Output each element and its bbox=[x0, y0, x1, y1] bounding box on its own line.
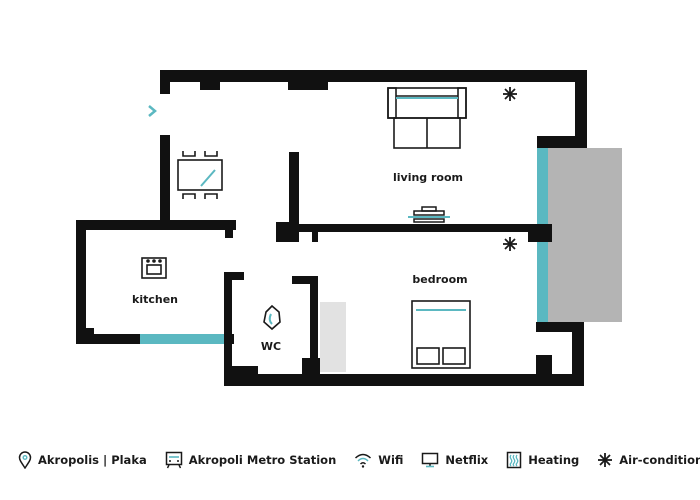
legend-label: Akropoli Metro Station bbox=[188, 453, 337, 467]
location-pin-icon bbox=[18, 451, 32, 469]
heating-icon bbox=[506, 451, 522, 469]
living-room-label: living room bbox=[393, 171, 463, 184]
legend-label: Air-conditioning bbox=[619, 453, 700, 467]
stairs-area bbox=[320, 302, 346, 372]
air-conditioning-icon bbox=[598, 453, 613, 467]
stove-icon bbox=[141, 257, 167, 279]
air-conditioning-icon bbox=[503, 237, 517, 251]
floor-plan: living room bedroom kitchen WC bbox=[76, 70, 622, 386]
dining-table-icon bbox=[177, 151, 223, 199]
sofa-icon bbox=[387, 87, 467, 149]
legend-item-location: Akropolis | Plaka bbox=[18, 451, 147, 469]
metro-icon bbox=[165, 451, 182, 469]
entrance-arrow-icon bbox=[148, 105, 157, 117]
legend-label: Netflix bbox=[445, 453, 489, 467]
legend-label: Heating bbox=[528, 453, 580, 467]
toilet-icon bbox=[263, 304, 281, 331]
legend-item-metro: Akropoli Metro Station bbox=[165, 451, 337, 469]
air-conditioning-icon bbox=[503, 87, 517, 101]
bedroom-label: bedroom bbox=[412, 273, 467, 286]
windows bbox=[140, 148, 548, 344]
legend-label: Wifi bbox=[378, 453, 404, 467]
legend-item-wifi: Wifi bbox=[354, 452, 403, 468]
bed-icon bbox=[411, 300, 471, 369]
walls bbox=[76, 70, 587, 386]
tv-icon bbox=[408, 206, 450, 223]
tv-icon bbox=[422, 452, 439, 468]
legend-item-heating: Heating bbox=[506, 451, 579, 469]
legend-item-netflix: Netflix bbox=[421, 452, 488, 468]
legend-label: Akropolis | Plaka bbox=[38, 453, 147, 467]
amenities-legend: Akropolis | Plaka Akropoli Metro Station… bbox=[18, 446, 700, 474]
legend-item-air-conditioning: Air-conditioning bbox=[597, 452, 700, 468]
wifi-icon bbox=[355, 453, 372, 468]
wc-label: WC bbox=[261, 340, 281, 353]
kitchen-label: kitchen bbox=[132, 293, 178, 306]
balcony bbox=[548, 148, 622, 322]
